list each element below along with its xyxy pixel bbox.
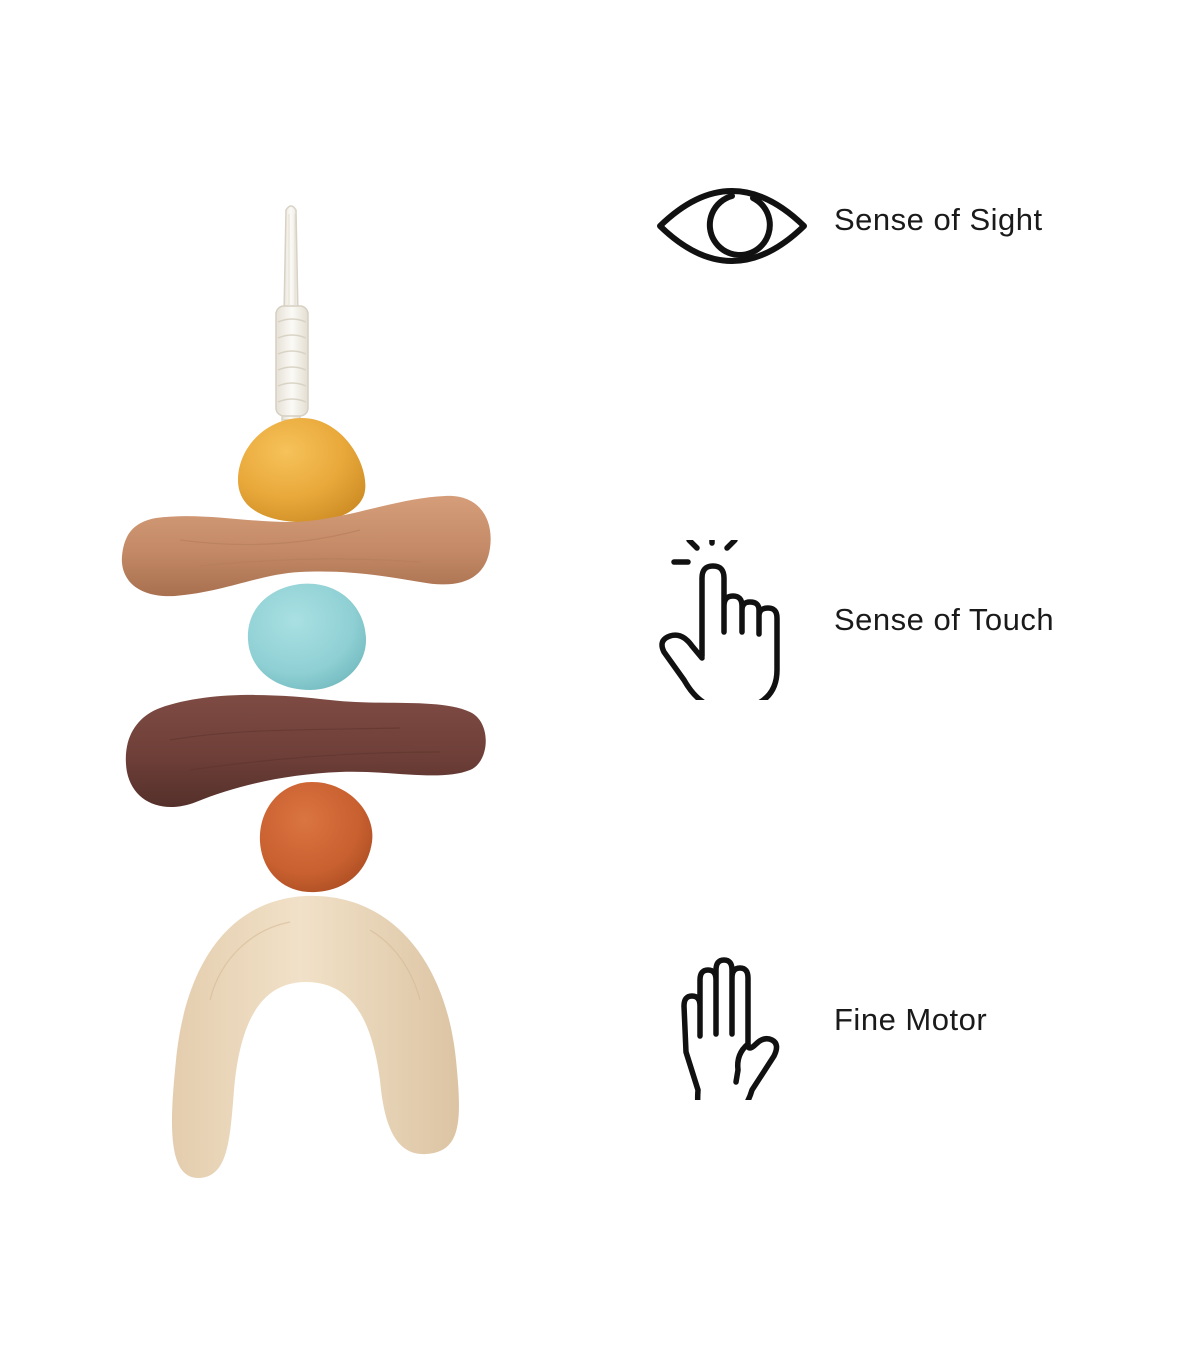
yellow-bead: [238, 418, 366, 523]
natural-arch: [171, 895, 459, 1179]
open-hand-icon: [681, 957, 780, 1100]
brown-bar: [125, 694, 486, 808]
feature-label-fine-motor: Fine Motor: [834, 1002, 988, 1037]
feature-sense-of-sight: Sense of Sight: [640, 140, 1160, 300]
orange-bead: [259, 782, 373, 893]
tan-bar: [121, 495, 491, 597]
blue-bead: [247, 583, 366, 690]
pointing-hand-icon: [659, 540, 780, 700]
feature-label-touch: Sense of Touch: [834, 602, 1055, 637]
feature-fine-motor: Fine Motor: [640, 940, 1160, 1100]
feature-sense-of-touch: Sense of Touch: [640, 540, 1160, 700]
wooden-stacking-toy-image: [121, 205, 491, 1179]
feature-label-sight: Sense of Sight: [834, 202, 1043, 237]
cord-loop: [275, 205, 309, 421]
eye-icon: [657, 188, 807, 264]
